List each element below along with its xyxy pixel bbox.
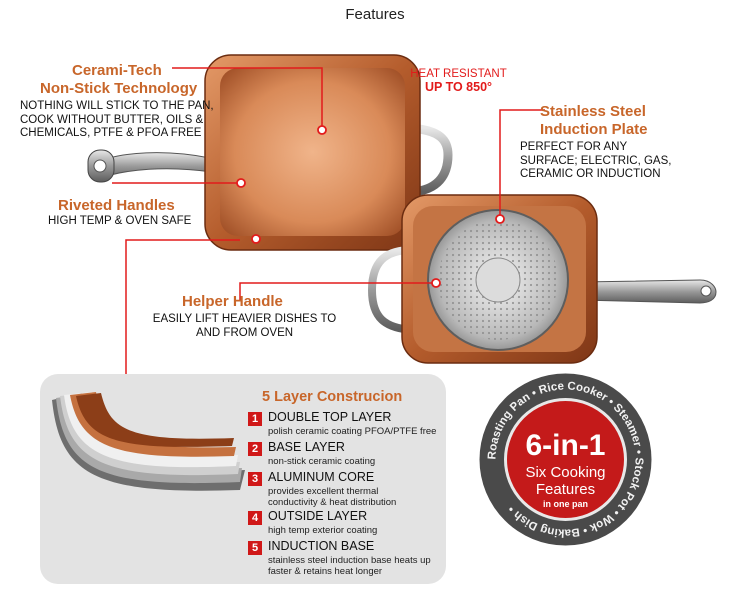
bottom-pan-long-handle [579, 279, 717, 304]
layer-title: DOUBLE TOP LAYER [268, 410, 392, 424]
layers-heading: 5 Layer Construcion [262, 389, 403, 405]
top-pan-helper-handle [409, 123, 453, 197]
layer-number: 5 [248, 541, 262, 555]
layer-title: INDUCTION BASE [268, 539, 375, 553]
badge-big: 6-in-1 [525, 429, 605, 462]
bottom-pan-helper-handle [367, 246, 413, 334]
layer-number: 4 [248, 511, 262, 525]
layer-panel [40, 374, 446, 584]
ceramitech-subtitle: Non-Stick Technology [40, 80, 198, 97]
layer-number: 2 [248, 442, 262, 456]
layer-title: ALUMINUM CORE [268, 470, 375, 484]
helper-title: Helper Handle [182, 293, 283, 310]
page-title: Features [345, 6, 405, 23]
ceramitech-desc: NOTHING WILL STICK TO THE PAN, COOK WITH… [20, 100, 214, 139]
layer-subtitle: non-stick ceramic coating [268, 456, 376, 467]
top-pan [87, 54, 453, 251]
layer-title: OUTSIDE LAYER [268, 509, 368, 523]
ceramitech-title: Cerami-Tech [72, 62, 162, 79]
connector-dots [236, 125, 505, 288]
six-in-one-badge: 6-in-1 Six Cooking Features in one pan R… [479, 373, 652, 546]
layer-subtitle: polish ceramic coating PFOA/PTFE free [268, 426, 437, 437]
badge-line2: Features [536, 481, 595, 498]
badge-line3: in one pan [543, 499, 588, 509]
layer-subtitle: high temp exterior coating [268, 525, 378, 536]
riveted-desc: HIGH TEMP & OVEN SAFE [48, 215, 192, 227]
bottom-pan [367, 194, 717, 364]
helper-desc: EASILY LIFT HEAVIER DISHES TO AND FROM O… [152, 313, 337, 339]
layer-title: BASE LAYER [268, 440, 345, 454]
layer-number: 1 [248, 412, 262, 426]
layer-number: 3 [248, 472, 262, 486]
badge-center [504, 398, 627, 521]
heat-resistant-label: HEAT RESISTANT UP TO 850° [410, 68, 507, 94]
badge-line1: Six Cooking [525, 464, 605, 481]
induction-desc: PERFECT FOR ANY SURFACE; ELECTRIC, GAS, … [520, 141, 672, 180]
riveted-title: Riveted Handles [58, 197, 175, 214]
induction-title: Stainless Steel Induction Plate [540, 103, 648, 138]
layer-cross-section [52, 392, 245, 491]
